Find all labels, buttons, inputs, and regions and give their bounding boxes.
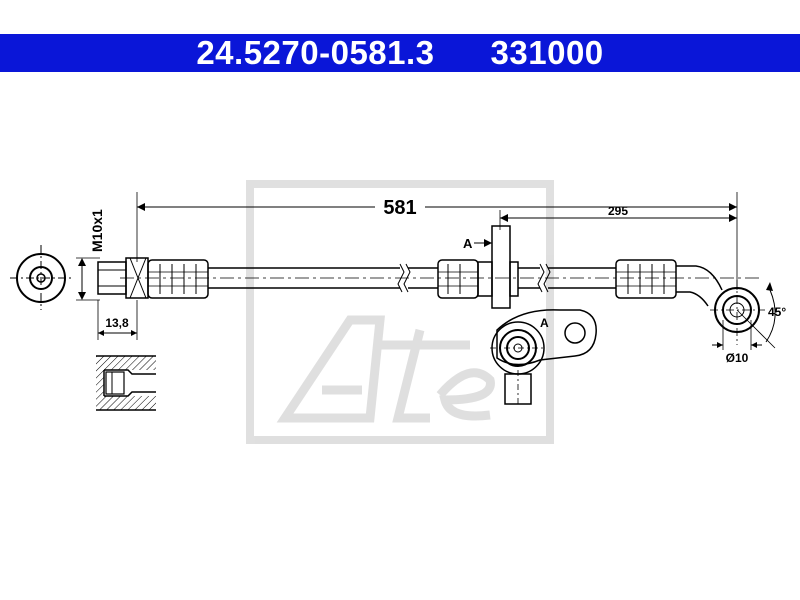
thread-dimension: M10x1 bbox=[76, 209, 105, 301]
ate-watermark-logo bbox=[246, 180, 554, 444]
fitting-width-label: 13,8 bbox=[105, 316, 129, 330]
bend-angle-label: 45° bbox=[768, 305, 786, 319]
banjo-eye bbox=[710, 280, 765, 345]
overall-length-label: 581 bbox=[383, 197, 416, 219]
partial-length-label: 295 bbox=[608, 204, 628, 218]
reference-number: 331000 bbox=[490, 34, 604, 71]
overall-length-dimension: 581 bbox=[136, 192, 738, 290]
fitting-width-dimension: 13,8 bbox=[97, 300, 138, 340]
section-marker-label: A bbox=[463, 236, 473, 251]
hatched-section-view bbox=[96, 355, 156, 411]
bracket-detail-view: A bbox=[490, 309, 597, 405]
bend-angle-dimension: 45° bbox=[736, 282, 786, 349]
part-number: 24.5270-0581.3 bbox=[196, 34, 435, 71]
section-marker: A bbox=[463, 236, 492, 251]
eye-diameter-dimension: Ø10 bbox=[712, 320, 762, 365]
thread-label: M10x1 bbox=[89, 209, 105, 252]
title-bar: 24.5270-0581.3 331000 bbox=[0, 34, 800, 72]
partial-length-dimension: 295 bbox=[499, 204, 737, 230]
right-fitting bbox=[615, 259, 723, 307]
eye-diameter-label: Ø10 bbox=[726, 351, 749, 365]
left-fitting-end-view bbox=[10, 245, 72, 310]
hose-body bbox=[120, 263, 760, 293]
detail-marker-label: A bbox=[540, 316, 549, 330]
middle-bracket-fitting bbox=[437, 225, 519, 309]
